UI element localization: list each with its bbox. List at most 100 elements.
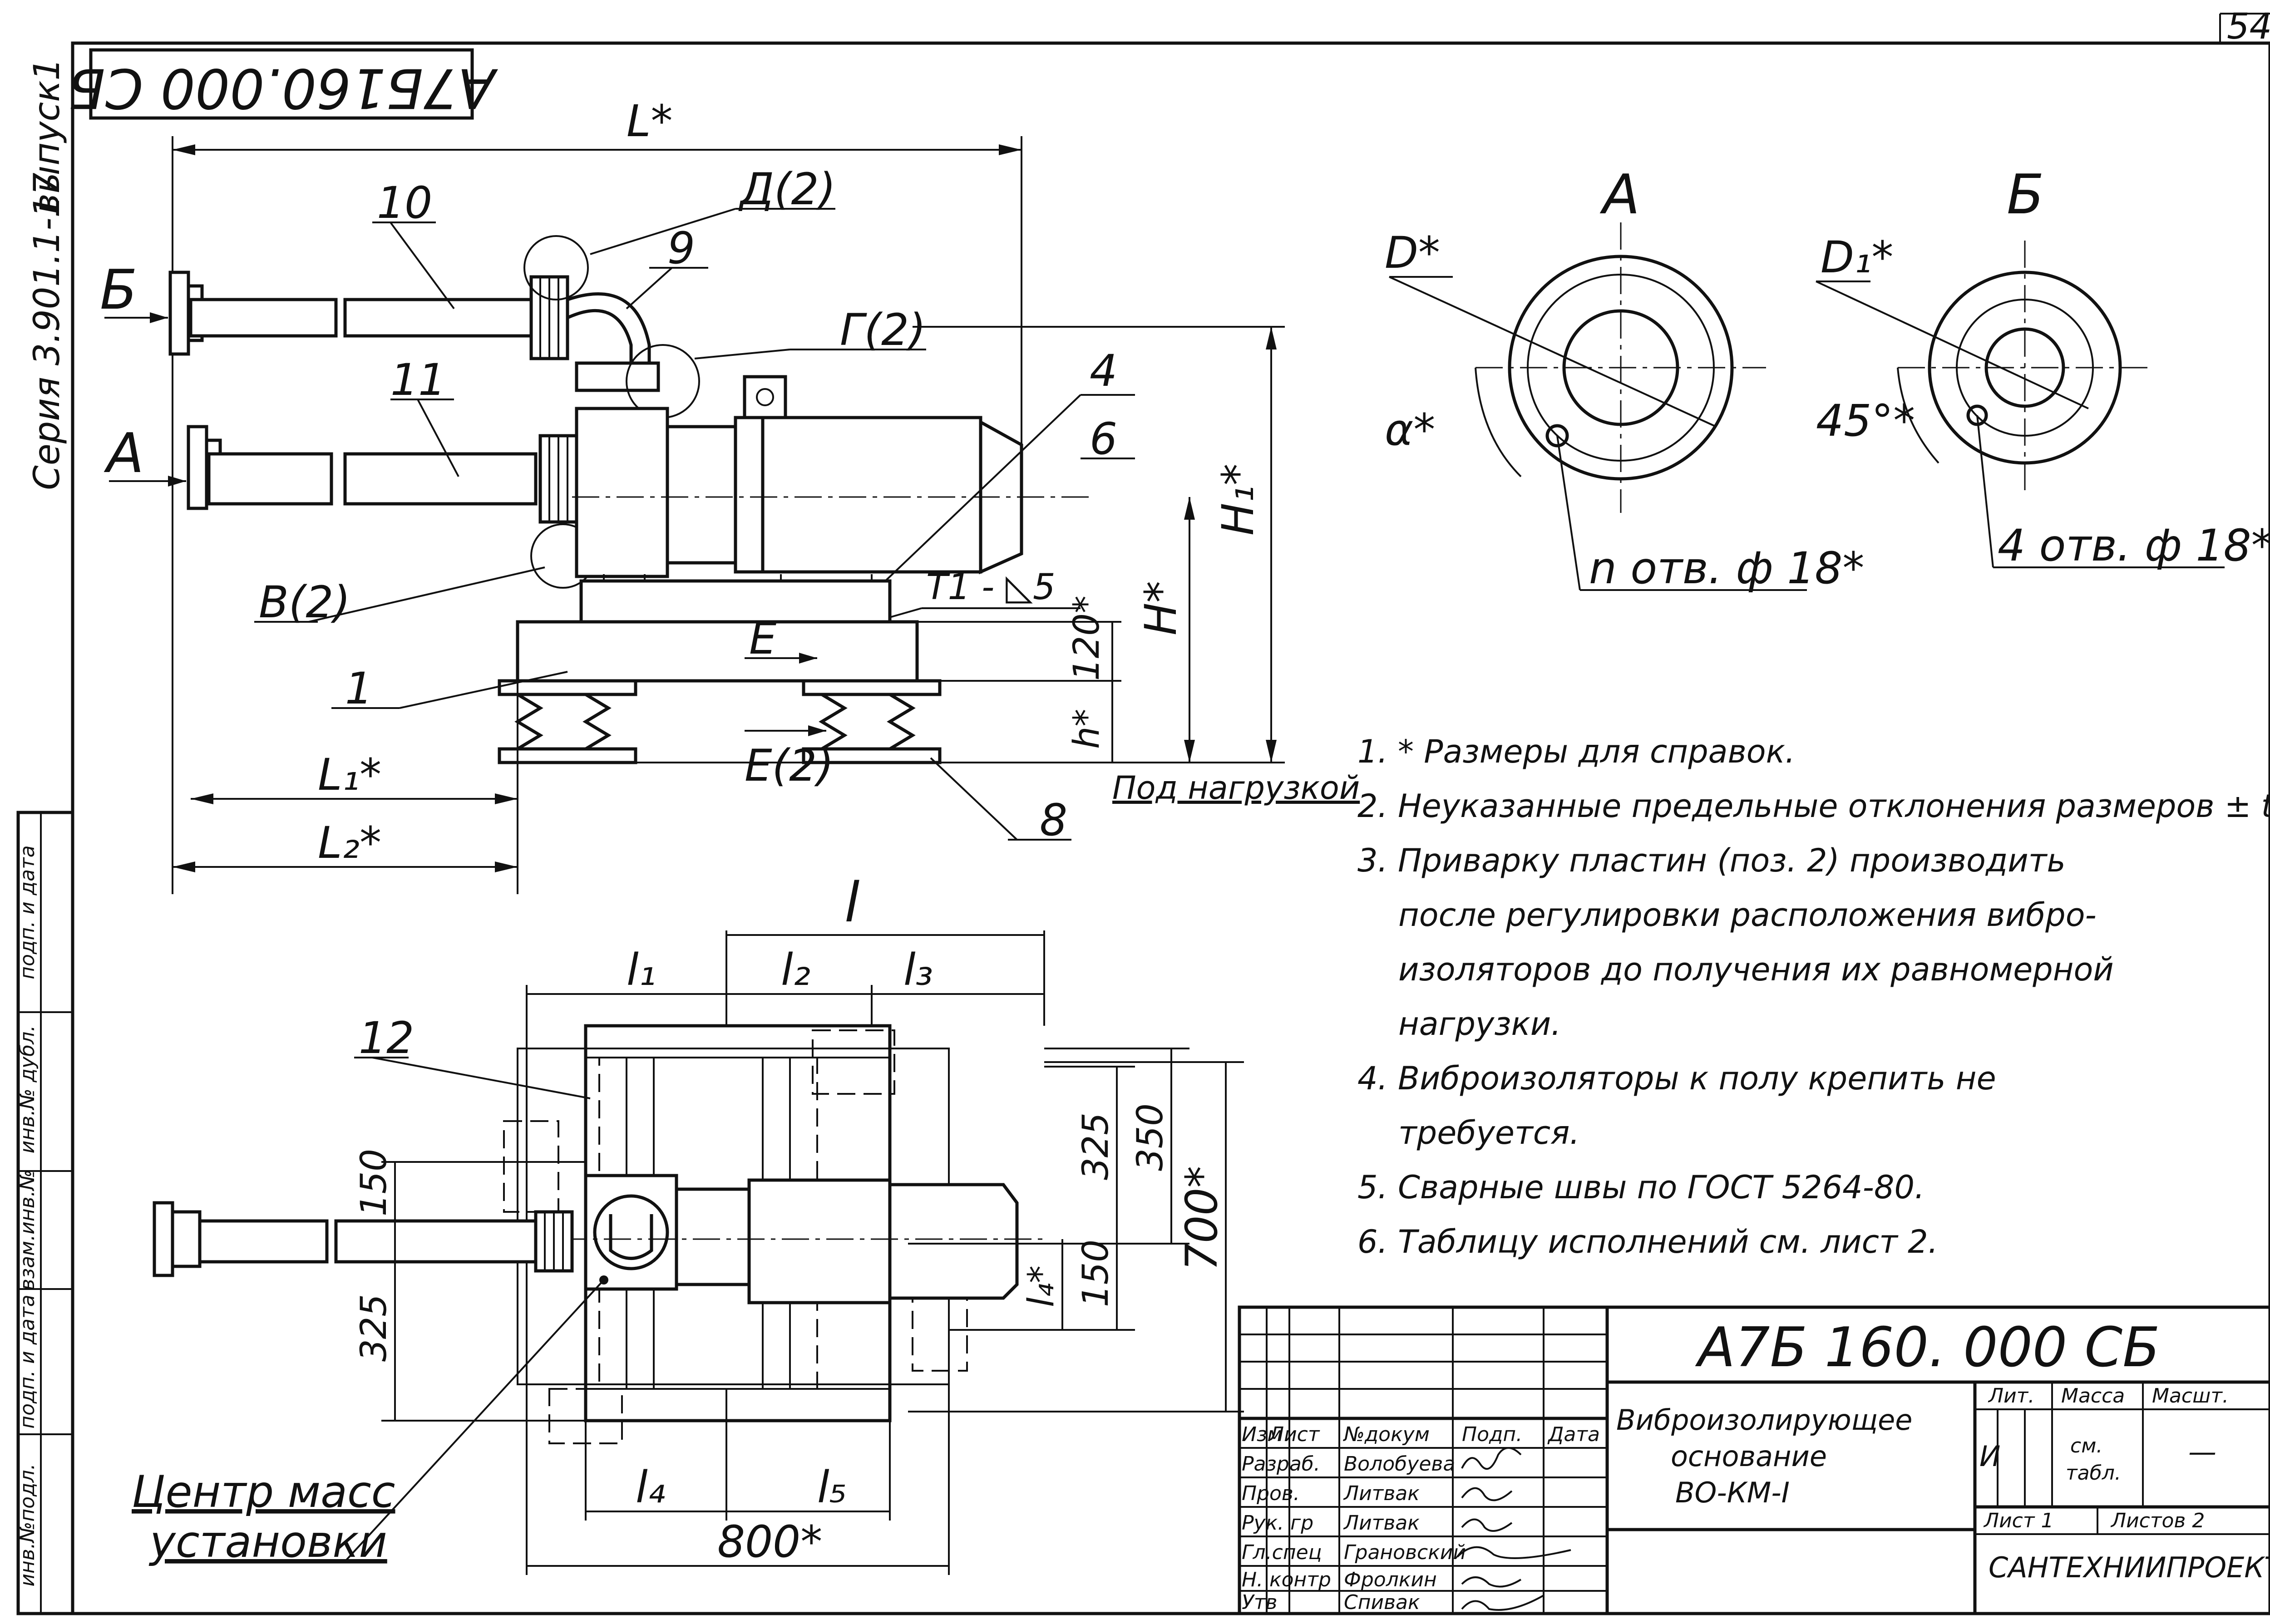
dim-L: L* <box>627 96 672 147</box>
tb-org: САНТЕХНИИПРОЕКТ <box>1989 1551 2270 1584</box>
flange-view-a: А D* α* n отв. ф 18* <box>1385 163 1864 594</box>
doc-code-stamp-text: А7Б160.000 СБ <box>68 56 498 119</box>
doc-code-stamp: А7Б160.000 СБ <box>68 48 498 120</box>
dim-150b: 150 <box>1076 1240 1116 1307</box>
signature-scribble <box>1461 1487 1513 1501</box>
dim-l2: l₂ <box>781 945 810 995</box>
pos-9: 9 <box>667 223 695 274</box>
tb-mass-1: см. <box>2070 1434 2102 1457</box>
tb-h-izm: Изм <box>1242 1423 1283 1446</box>
vibration-isolators-front <box>498 679 942 764</box>
tb-title-1: Виброизолирующее <box>1616 1403 1912 1437</box>
note-3b: после регулировки расположения вибро- <box>1398 896 2097 934</box>
tb-r2-role: Пров. <box>1242 1482 1300 1505</box>
pos-1: 1 <box>345 663 373 714</box>
tb-r3-role: Рук. гр <box>1242 1511 1313 1535</box>
sheet-number: 54 <box>2227 6 2270 47</box>
dim-h: h* <box>1066 709 1107 749</box>
dim-H: H* <box>1135 581 1186 635</box>
tb-r5-name: Фролкин <box>1344 1568 1437 1591</box>
flange-view-b: Б D₁* 45°* 4 отв. ф 18* <box>1816 163 2270 571</box>
flange-a-angle: α* <box>1385 404 1435 455</box>
tb-doc-code: А7Б 160. 000 СБ <box>1695 1316 2160 1379</box>
section-E2: Е(2) <box>745 740 834 791</box>
under-load-label: Под нагрузкой <box>1112 769 1360 807</box>
plan-view: l l₁ l₂ l₃ <box>132 871 1244 1575</box>
stamp-f1: инв.№подл. <box>16 1463 39 1586</box>
signature-scribble <box>1461 1447 1522 1470</box>
pos-4: 4 <box>1090 345 1117 396</box>
flange-b-holes: 4 отв. ф 18* <box>1998 520 2270 571</box>
flange-a-diam: D* <box>1385 227 1440 278</box>
tb-h-scale: Масшт. <box>2152 1384 2229 1407</box>
dim-120: 120* <box>1066 595 1107 681</box>
tb-r6-role: Утв <box>1242 1591 1277 1614</box>
tb-h-sign: Подп. <box>1462 1423 1522 1446</box>
view-b-title: Б <box>2007 163 2044 226</box>
note-1: 1. * Размеры для справок. <box>1357 733 1795 770</box>
dim-325b: 325 <box>354 1294 395 1362</box>
tb-r2-name: Литвак <box>1343 1482 1420 1505</box>
view-a-title: А <box>1599 163 1640 226</box>
dim-l3: l₃ <box>903 945 933 995</box>
dim-350: 350 <box>1130 1103 1171 1171</box>
dim-325a: 325 <box>1076 1112 1116 1180</box>
series-text: Серия 3.901.1-17 <box>27 172 68 490</box>
tb-r4-name: Грановский <box>1344 1541 1466 1564</box>
note-6: 6. Таблицу исполнений см. лист 2. <box>1357 1223 1938 1260</box>
view-b-arrow-label: Б <box>100 259 137 322</box>
callout-G2: Г(2) <box>840 305 926 355</box>
note-3: 3. Приварку пластин (поз. 2) производить <box>1357 842 2066 879</box>
dim-l5: l₅ <box>817 1462 847 1513</box>
tb-scale: — <box>2188 1435 2216 1468</box>
tb-r1-role: Разраб. <box>1242 1452 1320 1476</box>
signature-scribble <box>1461 1518 1513 1532</box>
signature-scribble <box>1461 1594 1544 1611</box>
callout-D2: Д(2) <box>738 164 836 215</box>
tb-h-list: Лист <box>1268 1423 1320 1446</box>
flange-b-angle: 45°* <box>1816 395 1915 446</box>
stamp-f3: взам.инв.№ <box>16 1170 39 1291</box>
front-view: L* Б А <box>100 96 1360 894</box>
tb-sheet: Лист 1 <box>1983 1509 2053 1532</box>
note-4: 4. Виброизоляторы к полу крепить не <box>1357 1060 1996 1097</box>
signature-scribble <box>1461 1576 1522 1588</box>
note-3c: изоляторов до получения их равномерной <box>1398 951 2114 988</box>
tb-h-mass: Масса <box>2061 1384 2125 1407</box>
note-5: 5. Сварные швы по ГОСТ 5264-80. <box>1357 1169 1925 1206</box>
dim-700: 700* <box>1176 1166 1227 1271</box>
note-2: 2. Неуказанные предельные отклонения раз… <box>1357 787 2270 825</box>
pos-8: 8 <box>1040 795 1067 846</box>
dim-l: l <box>844 871 859 935</box>
signature-scribble <box>1456 1546 1571 1559</box>
tb-title-2: основание <box>1671 1440 1827 1473</box>
stamp-f4: инв.№ дубл. <box>16 1025 39 1154</box>
stamp-f2: подп. и дата <box>16 1294 39 1428</box>
tb-r3-name: Литвак <box>1343 1511 1420 1535</box>
dim-800: 800* <box>717 1516 822 1567</box>
tb-mass-2: табл. <box>2066 1462 2121 1485</box>
tb-r6-name: Спивак <box>1344 1591 1420 1614</box>
pos-11: 11 <box>390 354 446 405</box>
dim-l4: l₄ <box>636 1462 665 1513</box>
title-block: Изм Лист №докум Подп. Дата Разраб. Волоб… <box>1238 1305 2270 1615</box>
note-3d: нагрузки. <box>1398 1005 1561 1043</box>
tb-sheets: Листов 2 <box>2110 1509 2205 1532</box>
flange-b-diam: D₁* <box>1821 232 1893 283</box>
flange-a-holes: n отв. ф 18* <box>1589 543 1864 594</box>
tb-h-lit: Лит. <box>1988 1384 2034 1407</box>
note-4b: требуется. <box>1398 1114 1580 1152</box>
tb-lit: И <box>1979 1440 2000 1473</box>
pos-12: 12 <box>359 1013 414 1063</box>
tb-r5-role: Н. контр <box>1242 1568 1331 1591</box>
tb-title-3: ВО-КМ-I <box>1675 1476 1790 1509</box>
mass-center-line1: Центр масс <box>132 1467 395 1517</box>
tb-r1-name: Волобуева <box>1344 1452 1455 1476</box>
pos-6: 6 <box>1090 413 1117 464</box>
view-a-arrow-label: А <box>104 422 144 485</box>
tb-h-doc: №докум <box>1342 1423 1430 1446</box>
dim-150a: 150 <box>354 1149 395 1216</box>
callout-V2: В(2) <box>259 577 350 628</box>
weld-callout: Т1 - ◺5 <box>926 567 1056 608</box>
